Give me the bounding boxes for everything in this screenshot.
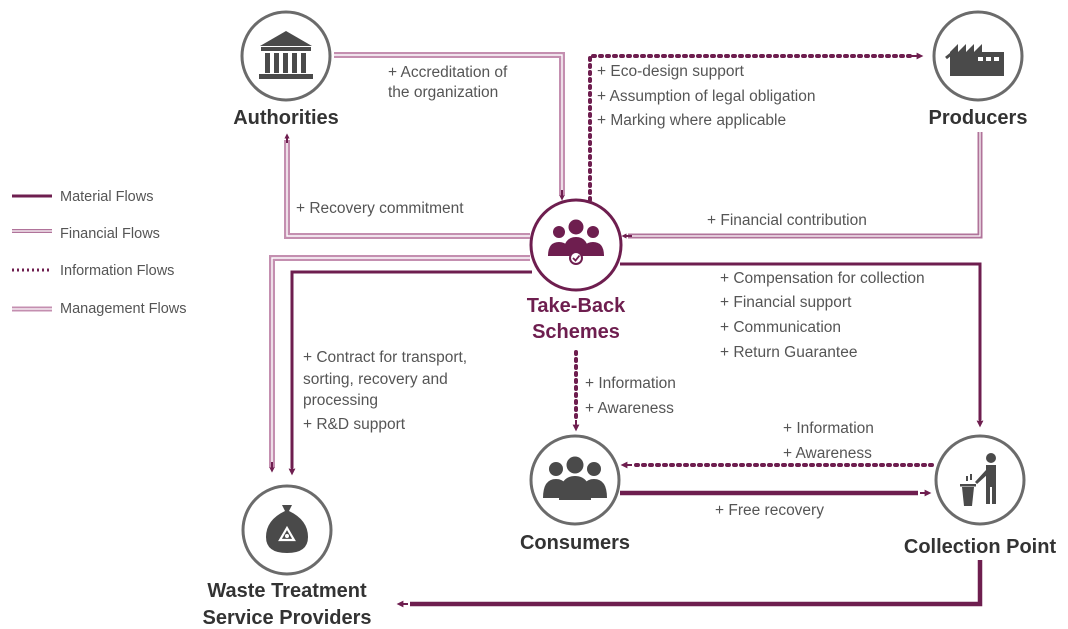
legend-label: Information Flows xyxy=(60,263,174,279)
flow-label-line: + R&D support xyxy=(303,416,406,433)
node-title: Consumers xyxy=(520,532,630,554)
label-accreditation: + Accreditation of the organization xyxy=(388,64,508,101)
flow-label-line: + Free recovery xyxy=(715,502,824,519)
label-contract: + Contract for transport, sorting, recov… xyxy=(303,349,467,433)
flow-label-line: + Contract for transport, xyxy=(303,349,467,366)
flow-label-line: + Information xyxy=(783,420,874,437)
node-producers: Producers xyxy=(929,10,1028,129)
flow-takeback-to-waste-treatment xyxy=(269,255,532,476)
label-financial-contribution: + Financial contribution xyxy=(707,212,867,229)
flow-label-line: + Awareness xyxy=(585,400,674,417)
legend-label: Financial Flows xyxy=(60,226,160,242)
flow-collection-to-waste-treatment xyxy=(396,560,983,608)
legend: Material Flows Financial Flows Informati… xyxy=(12,189,187,317)
flow-label-line: + Information xyxy=(585,375,676,392)
node-consumers: Consumers xyxy=(520,434,630,554)
flow-label-line: + Awareness xyxy=(783,445,872,462)
node-authorities: Authorities xyxy=(233,10,339,129)
government-building-icon xyxy=(259,31,313,79)
node-title: Producers xyxy=(929,107,1028,129)
node-title: Collection Point xyxy=(904,536,1057,558)
flow-label-line: + Eco-design support xyxy=(597,63,745,80)
people-group-icon xyxy=(548,219,604,265)
flow-label-line: + Accreditation of xyxy=(388,64,508,81)
node-title-line2: Service Providers xyxy=(203,607,372,629)
person-disposing-trash-icon xyxy=(960,453,996,506)
node-title-line2: Schemes xyxy=(532,321,620,343)
flow-label-line: + Recovery commitment xyxy=(296,200,464,217)
flow-takeback-to-collection-point xyxy=(620,262,984,428)
flow-producers-to-takeback xyxy=(621,132,983,239)
legend-label: Material Flows xyxy=(60,189,153,205)
consumers-group-icon xyxy=(543,456,607,500)
legend-item-financial: Financial Flows xyxy=(12,226,160,242)
flow-label-line: + Communication xyxy=(720,319,841,336)
flow-label-line: + Compensation for collection xyxy=(720,270,925,287)
label-producer-services: + Eco-design support + Assumption of leg… xyxy=(597,63,815,129)
flow-takeback-to-producers xyxy=(588,52,924,202)
label-recovery-commitment: + Recovery commitment xyxy=(296,200,464,217)
recycling-bag-icon xyxy=(266,505,308,553)
node-take-back-schemes: Take-Back Schemes xyxy=(527,198,626,343)
legend-item-information: Information Flows xyxy=(12,263,174,279)
node-collection-point: Collection Point xyxy=(904,434,1057,558)
factory-icon xyxy=(945,44,1004,76)
label-consumer-info: + Information + Awareness xyxy=(585,375,676,417)
node-waste-treatment: Waste Treatment Service Providers xyxy=(203,484,372,629)
flow-label-line: processing xyxy=(303,392,378,409)
flow-label-line: sorting, recovery and xyxy=(303,371,448,388)
flow-label-line: + Financial support xyxy=(720,294,852,311)
label-free-recovery: + Free recovery xyxy=(715,502,824,519)
node-title: Authorities xyxy=(233,107,339,129)
node-title-line1: Waste Treatment xyxy=(207,580,367,602)
legend-label: Management Flows xyxy=(60,301,187,317)
node-title-line1: Take-Back xyxy=(527,295,626,317)
label-collection-support: + Compensation for collection + Financia… xyxy=(720,270,925,361)
flow-label-line: the organization xyxy=(388,84,498,101)
flow-label-line: + Financial contribution xyxy=(707,212,867,229)
flow-label-line: + Assumption of legal obligation xyxy=(597,88,815,105)
legend-item-material: Material Flows xyxy=(12,189,153,205)
legend-item-management: Management Flows xyxy=(12,301,187,317)
flow-authorities-to-takeback xyxy=(334,52,565,201)
flow-takeback-to-authorities xyxy=(284,133,530,239)
flow-label-line: + Marking where applicable xyxy=(597,112,786,129)
flow-label-line: + Return Guarantee xyxy=(720,344,857,361)
label-collection-info: + Information + Awareness xyxy=(783,420,874,462)
